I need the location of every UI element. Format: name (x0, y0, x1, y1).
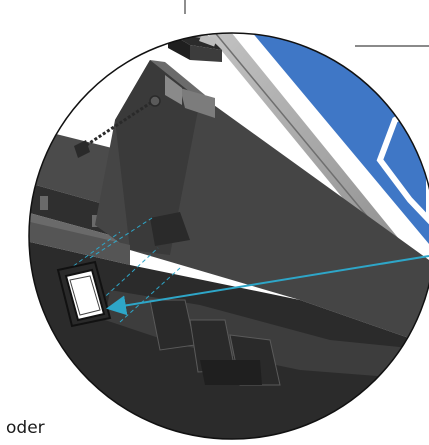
panel-frame-rail (180, 33, 412, 258)
support-feet (149, 299, 281, 386)
end-cap-icon (56, 260, 112, 328)
caption-text: oder (6, 418, 45, 438)
ballast-tray (29, 215, 429, 439)
magnifier-circle (28, 32, 429, 440)
panel-gap (205, 33, 429, 262)
construction-lines (67, 217, 181, 323)
screw-icon (74, 95, 161, 158)
bracket-slot (150, 212, 190, 246)
pointer-arrow-icon (106, 255, 429, 316)
leader-lines (184, 0, 429, 47)
